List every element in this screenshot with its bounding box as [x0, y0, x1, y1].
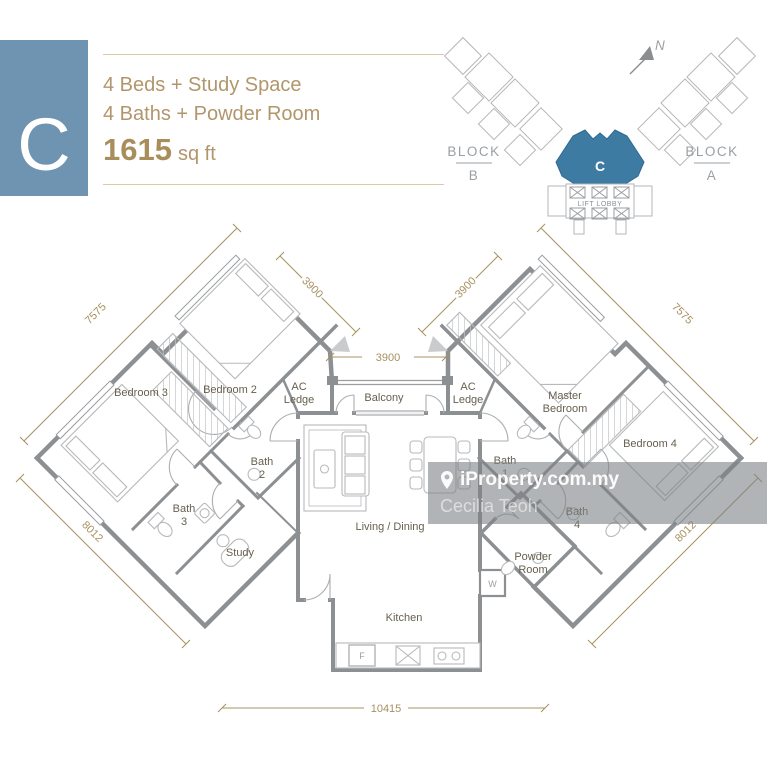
wardrobe-icon — [156, 332, 248, 424]
window-icon — [174, 254, 241, 321]
bed-icon — [480, 264, 619, 404]
room-label-ac-ledge-right-2: Ledge — [453, 394, 484, 406]
chair-icon — [409, 458, 423, 472]
window-icon — [55, 380, 115, 440]
ac-ledge-wedges — [330, 336, 448, 352]
bed-icon — [60, 383, 180, 503]
wardrobe-icon — [446, 311, 512, 377]
watermark-brand: iProperty.com.my — [460, 469, 620, 490]
north-label: N — [655, 38, 666, 53]
dim-upper-left: 7575 — [83, 301, 109, 327]
toilet-icon — [500, 560, 516, 576]
chair-icon — [457, 440, 471, 454]
room-label-bath-3-num: 3 — [181, 516, 187, 528]
block-b-letter: B — [469, 168, 480, 183]
area-unit: sq ft — [177, 143, 216, 165]
room-label-bedroom-4: Bedroom 4 — [623, 438, 677, 450]
watermark-brand-row: iProperty.com.my — [440, 469, 767, 491]
dim-upper-right: 7575 — [669, 301, 695, 327]
room-label-kitchen: Kitchen — [386, 612, 423, 624]
right-wing-furniture — [446, 254, 724, 538]
room-label-ac-ledge-right: AC — [460, 381, 475, 393]
lift-lobby-label: LIFT LOBBY — [578, 201, 623, 208]
sink-icon — [194, 502, 215, 524]
dimension-lines — [15, 223, 763, 713]
powder-fixtures — [500, 551, 545, 576]
room-label-master-bedroom: Master — [548, 390, 582, 402]
chair-icon — [409, 476, 423, 490]
room-label-study: Study — [226, 547, 255, 559]
fridge-label: F — [359, 651, 365, 661]
unit-type-badge: C — [0, 40, 88, 196]
room-label-ac-ledge-left: AC — [291, 381, 306, 393]
sink-icon — [531, 551, 545, 565]
room-label-bath-2: Bath — [251, 456, 274, 468]
watermark-band: iProperty.com.my Cecilia Teoh — [428, 462, 767, 524]
washer-label: W — [488, 579, 497, 589]
block-a-letter: A — [707, 168, 718, 183]
watermark-agent: Cecilia Teoh — [440, 496, 538, 516]
room-label-master-bedroom-2: Bedroom — [543, 403, 588, 415]
window-icon — [663, 380, 724, 441]
washer-box — [478, 568, 507, 598]
balcony-railing — [327, 376, 453, 416]
left-wing-furniture — [54, 254, 301, 567]
room-label-powder-room: Powder — [514, 551, 552, 563]
area-value: 1615 — [103, 132, 172, 167]
block-a-word: BLOCK — [685, 144, 738, 159]
site-plan — [443, 36, 757, 235]
lift-lobby — [565, 183, 635, 235]
bed-icon — [179, 257, 301, 380]
wardrobe-icon — [152, 370, 229, 448]
window-icon — [537, 254, 606, 323]
room-label-bath-4-num: 4 — [574, 519, 580, 531]
sink-icon — [247, 467, 261, 481]
dim-balcony-width: 3900 — [376, 352, 400, 364]
room-label-ac-ledge-left-2: Ledge — [284, 394, 315, 406]
room-label-balcony: Balcony — [364, 392, 404, 404]
site-plan-unit-c-label: C — [595, 158, 605, 174]
window-icon — [54, 475, 105, 526]
spec-line-1: 4 Beds + Study Space — [103, 74, 302, 96]
room-label-bedroom-3: Bedroom 3 — [114, 387, 168, 399]
spec-line-2: 4 Baths + Powder Room — [103, 103, 321, 125]
room-label-powder-room-2: Room — [518, 564, 547, 576]
fridge-icon — [348, 644, 376, 667]
study-desk-icon — [220, 538, 250, 567]
chair-icon — [409, 440, 423, 454]
unit-specs: 4 Beds + Study Space 4 Baths + Powder Ro… — [103, 54, 444, 185]
north-arrow-icon — [629, 46, 654, 75]
block-b-word: BLOCK — [447, 144, 500, 159]
center-furniture — [303, 424, 481, 669]
room-label-living-dining: Living / Dining — [355, 521, 424, 533]
room-label-bedroom-2: Bedroom 2 — [203, 384, 257, 396]
room-label-bath-2-num: 2 — [259, 469, 265, 481]
location-pin-icon — [441, 471, 453, 489]
room-label-bath-3: Bath — [173, 503, 196, 515]
left-wing-walls — [130, 323, 339, 576]
wardrobe-icon — [567, 393, 642, 468]
unit-type-letter: C — [17, 103, 71, 186]
dim-overall-bottom: 10415 — [371, 703, 402, 715]
